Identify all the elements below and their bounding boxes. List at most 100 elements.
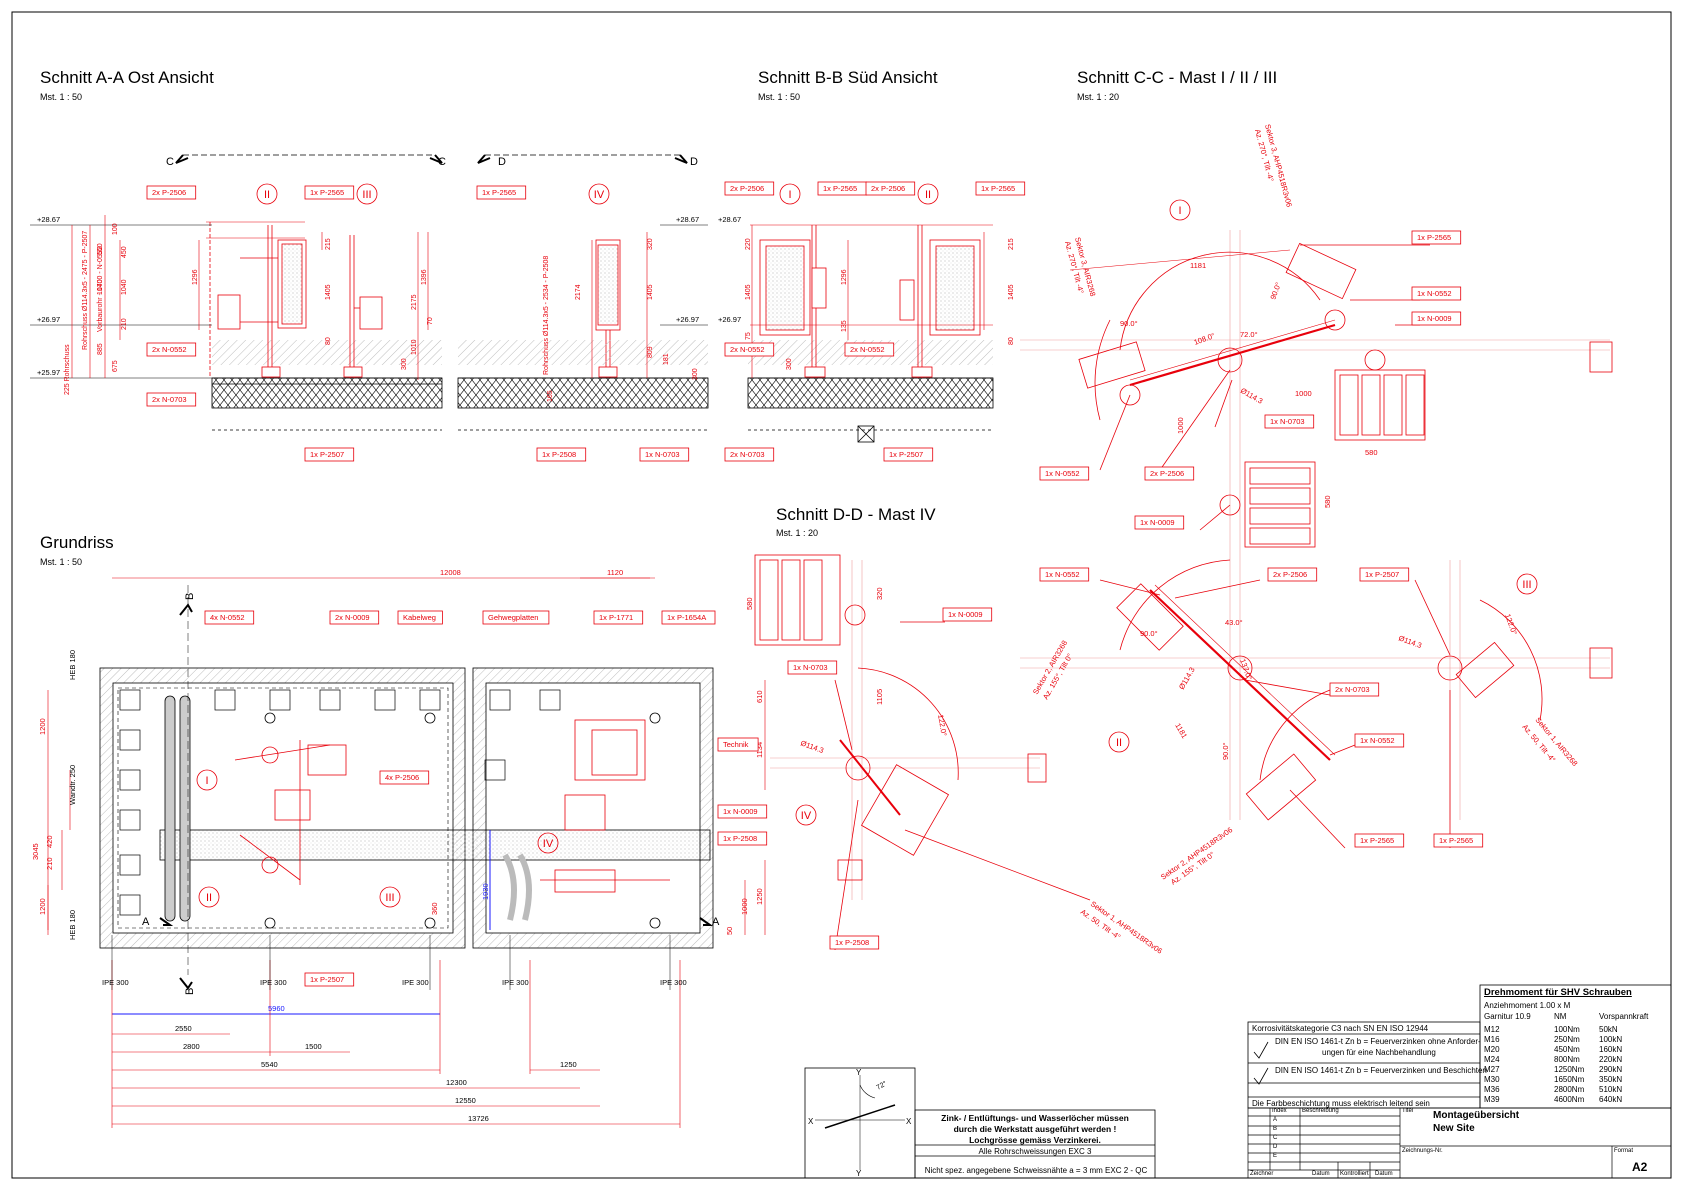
callout-box: [829, 935, 880, 950]
callout-box: [1411, 286, 1462, 301]
callout-box: [593, 610, 644, 625]
dim-809: 809: [647, 346, 654, 358]
torque-cell: 640kN: [1599, 1095, 1623, 1104]
dim-1405-bb-right: 1405: [1008, 284, 1015, 300]
dim-210: 210: [121, 318, 128, 330]
callout-box: [1264, 414, 1315, 429]
korr-row1a: DIN EN ISO 1461-t Zn b = Feuerverzinken …: [1275, 1037, 1481, 1046]
torque-cell: 160kN: [1599, 1045, 1623, 1054]
dim-1296-bb: 1296: [841, 269, 848, 285]
section-bb-drawing: [747, 224, 994, 443]
note-4: Alle Rohrschweissungen EXC 3: [978, 1147, 1092, 1156]
note-1: Zink- / Entlüftungs- und Wasserlöcher mü…: [941, 1113, 1129, 1123]
level-2697-aa-right: +26.97: [676, 315, 699, 324]
callout-label-n0703: 2x N-0703: [152, 395, 187, 404]
notes-box: [914, 1109, 1156, 1179]
torque-cell: M20: [1484, 1045, 1500, 1054]
callout-label-n0703_cc2: 2x N-0703: [730, 450, 765, 459]
callout-box: [329, 610, 380, 625]
compass-x-right: X: [906, 1117, 912, 1126]
dd-dim-1105: 1105: [875, 689, 884, 705]
dim-2174: 2174: [575, 284, 582, 300]
gr-dim-610: 610: [755, 690, 764, 703]
dim-220-bb: 220: [745, 238, 752, 250]
level-2867-bb: +28.67: [718, 215, 741, 224]
torque-cell: 100kN: [1599, 1035, 1623, 1044]
gr-dim-1500: 1500: [305, 1042, 322, 1051]
torque-cell: 290kN: [1599, 1065, 1623, 1074]
gr-heb-top: HEB 180: [68, 650, 77, 680]
torque-cell: 220kN: [1599, 1055, 1623, 1064]
gr-dim-5540: 5540: [261, 1060, 278, 1069]
dim-320: 320: [647, 238, 654, 250]
dim-135-bb: 135: [841, 320, 848, 332]
callout-box: [844, 342, 895, 357]
cc-angle-122: 122.0°: [1503, 613, 1519, 637]
tb-zeichner: Zeichner: [1250, 1171, 1274, 1177]
callout-label-n0009_gr2: 1x N-0009: [723, 807, 758, 816]
level-2867-aa-right: +28.67: [676, 215, 699, 224]
section-mark-c-right: C: [438, 156, 446, 168]
torque-cell: 50kN: [1599, 1025, 1618, 1034]
gr-heb-bottom: HEB 180: [68, 910, 77, 940]
callout-box: [146, 342, 197, 357]
torque-cell: 1650Nm: [1554, 1075, 1585, 1084]
callout-label-n0703_cc: 1x N-0703: [1270, 417, 1305, 426]
torque-cell: 4600Nm: [1554, 1095, 1585, 1104]
callout-label-p2565_cc3: 1x P-2565: [1439, 836, 1473, 845]
mast-label-iii-gr: III: [385, 892, 394, 904]
callout-box: [397, 610, 443, 625]
dim-300-aa: 300: [401, 358, 408, 370]
cc-phi-3: Ø114.3: [1397, 633, 1423, 650]
dd-dim-320: 320: [875, 587, 884, 600]
cc-angle-72: 72.0°: [1240, 330, 1258, 339]
callout-box: [1329, 682, 1380, 697]
gr-dim-1930: 1930: [481, 883, 490, 900]
mast-label-i-gr: I: [205, 775, 208, 787]
compass-angle: 72°: [875, 1079, 888, 1091]
title-cc: Schnitt C-C - Mast I / II / III: [1077, 68, 1278, 87]
callout-box: [661, 610, 716, 625]
level-2697-bb: +26.97: [718, 315, 741, 324]
cc-angle-108: 108.0°: [1193, 331, 1217, 347]
section-dd-drawing: [754, 554, 1091, 951]
cc-dim-580-v: 580: [1323, 495, 1332, 508]
callout-label-p2565: 1x P-2565: [482, 188, 516, 197]
gr-ipe-2: IPE 300: [260, 978, 287, 987]
callout-label-p2506_cc2: 2x P-2506: [1273, 570, 1307, 579]
callout-label-n0552: 2x N-0552: [152, 345, 187, 354]
dim-1010: 1010: [411, 339, 418, 355]
cc-dim-1181b: 1181: [1173, 722, 1189, 740]
compass-y-bottom: Y: [856, 1169, 862, 1178]
gr-dim-5960: 5960: [268, 1004, 285, 1013]
dim-70: 70: [427, 317, 434, 325]
callout-box: [865, 181, 916, 196]
korr-row1b: ungen für eine Nachbehandlung: [1322, 1048, 1436, 1057]
tb-revision-letter: A: [1273, 1117, 1278, 1123]
tb-format-head: Format: [1614, 1148, 1634, 1154]
torque-cell: M39: [1484, 1095, 1500, 1104]
callout-label-p2565: 1x P-2565: [981, 184, 1015, 193]
dd-angle-122: 122.0°: [936, 714, 949, 737]
callout-label-p2565_cc: 1x P-2565: [1417, 233, 1451, 242]
callout-label-n0552_cc: 1x N-0552: [1417, 289, 1452, 298]
dd-phi: Ø114.3: [799, 738, 825, 755]
torque-cell: 800Nm: [1554, 1055, 1580, 1064]
section-mark-b-bottom: B: [184, 988, 196, 995]
cc-dim-1000-h: 1000: [1295, 389, 1312, 398]
section-mark-b-top: B: [184, 593, 196, 600]
callout-label-kabelweg: Kabelweg: [403, 613, 436, 622]
dim-450: 450: [121, 246, 128, 258]
section-mark-c-left: C: [166, 156, 174, 168]
dim-100: 100: [112, 223, 119, 235]
mast-label-i-cc: I: [1178, 205, 1181, 217]
callout-label-n0552_cc2: 1x N-0552: [1045, 469, 1080, 478]
tb-beschreibung-head: Beschreibung: [1302, 1108, 1339, 1114]
callout-box: [304, 447, 355, 462]
callout-label-n0552_cc3: 1x N-0552: [1360, 736, 1395, 745]
callout-label-n0552_cc3: 1x N-0552: [1045, 570, 1080, 579]
callout-label-n0552_gr: 4x N-0552: [210, 613, 245, 622]
section-mark-a-right: A: [712, 916, 720, 928]
gr-dim-1000: 1000: [740, 898, 749, 915]
